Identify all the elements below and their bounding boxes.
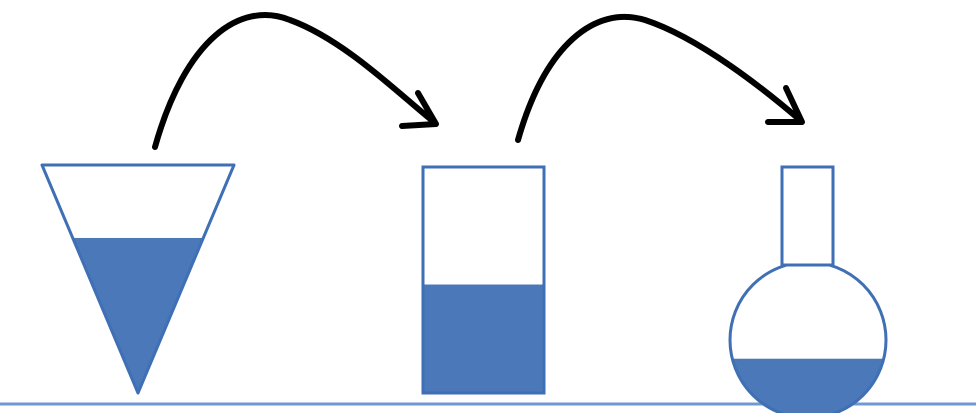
transfer-arrow-1	[152, 12, 439, 150]
transfer-arrow-2	[515, 13, 805, 143]
cylinder-beaker	[421, 165, 546, 395]
cylinder-beaker-liquid	[423, 284, 544, 393]
transfer-arrow-1-head	[399, 90, 439, 129]
round-bottom-flask-neck	[780, 165, 835, 267]
conical-vessel-liquid	[42, 237, 234, 393]
conical-vessel-outline	[40, 163, 236, 395]
transfer-arrow-2-head	[765, 85, 805, 125]
round-bottom-flask	[728, 165, 888, 413]
transfer-arrow-1-curve	[152, 12, 437, 150]
cylinder-beaker-outline	[421, 165, 546, 395]
conical-vessel	[40, 163, 236, 395]
transfer-arrow-2-curve	[515, 13, 803, 143]
